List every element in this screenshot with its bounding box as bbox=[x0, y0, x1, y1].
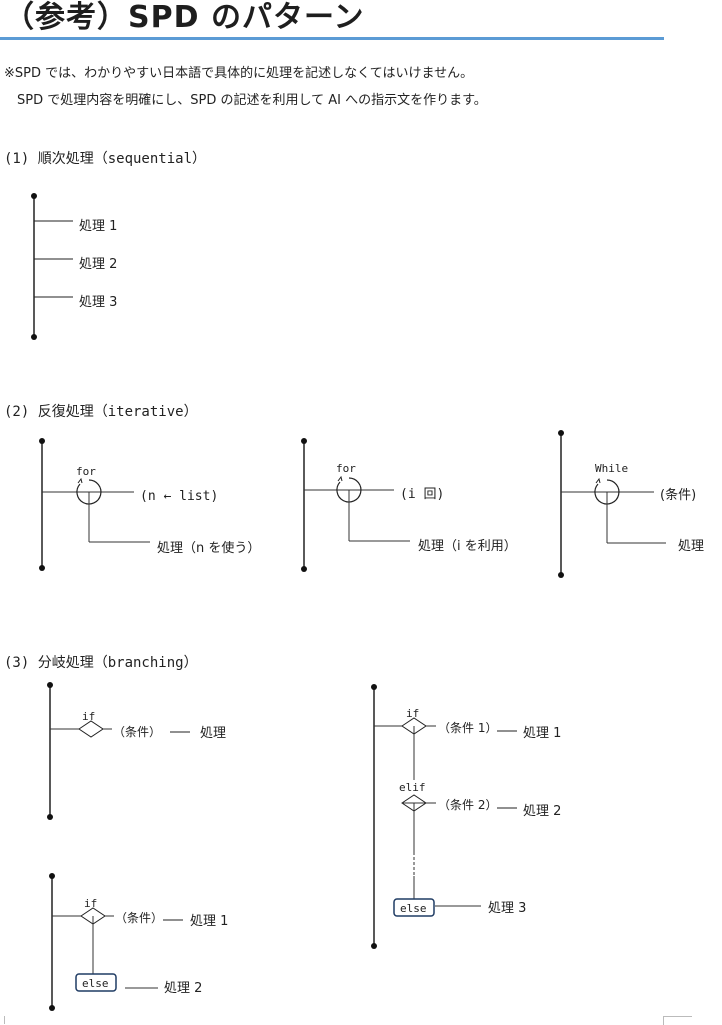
start-dot bbox=[47, 682, 53, 688]
branch-condition: （条件） bbox=[115, 911, 163, 925]
sequential-diagram: 処理 1 処理 2 処理 3 bbox=[31, 193, 117, 340]
if-condition: （条件 1） bbox=[438, 721, 497, 735]
else-box bbox=[393, 898, 435, 917]
elif-body: 処理 2 bbox=[523, 804, 561, 819]
branch-body: 処理 bbox=[200, 726, 226, 741]
loop-arrow-icon bbox=[595, 477, 601, 484]
loop-icon bbox=[76, 479, 102, 505]
branch-keyword: if bbox=[84, 897, 97, 910]
branch-keyword: if bbox=[82, 710, 95, 723]
loop-keyword: for bbox=[336, 462, 356, 475]
end-dot bbox=[371, 943, 377, 949]
page-corner-mark bbox=[663, 1016, 692, 1025]
end-dot bbox=[39, 565, 45, 571]
else-body: 処理 3 bbox=[488, 901, 526, 916]
loop-condition: (条件) bbox=[660, 487, 696, 503]
branch-diagram-if-elif-else: if （条件 1） 処理 1 elif （条件 2） 処理 2 else 処理 … bbox=[371, 684, 561, 949]
title-underline bbox=[0, 37, 664, 40]
start-dot bbox=[301, 438, 307, 444]
else-keyword: else bbox=[400, 902, 427, 915]
section-heading-branching: (3) 分岐処理（branching） bbox=[4, 655, 198, 671]
elif-condition: （条件 2） bbox=[438, 798, 497, 812]
end-dot bbox=[47, 814, 53, 820]
loop-diagram-while: While (条件) 処理 bbox=[558, 430, 704, 578]
if-keyword: if bbox=[406, 707, 419, 720]
page-corner-mark bbox=[0, 1016, 5, 1024]
start-dot bbox=[371, 684, 377, 690]
start-dot bbox=[558, 430, 564, 436]
branch-diagram-if: if （条件） 処理 bbox=[47, 682, 226, 820]
start-dot bbox=[39, 438, 45, 444]
branch-diagram-if-else: if （条件） 処理 1 else 処理 2 bbox=[49, 873, 228, 1011]
note-line-1: ※SPD では、わかりやすい日本語で具体的に処理を記述しなくてはいけません。 bbox=[4, 66, 474, 81]
elif-keyword: elif bbox=[399, 781, 426, 794]
loop-body: 処理（n を使う） bbox=[157, 540, 260, 556]
start-dot bbox=[49, 873, 55, 879]
loop-icon bbox=[594, 479, 620, 505]
loop-arrow-icon bbox=[77, 477, 83, 484]
else-keyword: else bbox=[82, 977, 109, 990]
decision-diamond-icon bbox=[78, 720, 104, 738]
loop-keyword: for bbox=[76, 465, 96, 478]
branch-condition: （条件） bbox=[113, 725, 161, 739]
loop-body: 処理 bbox=[678, 539, 704, 554]
loop-diagram-for-list: for (n ← list) 処理（n を使う） bbox=[39, 438, 260, 571]
page-title: （参考）SPD のパターン bbox=[4, 0, 365, 35]
branch-body: 処理 1 bbox=[190, 914, 228, 929]
step-label: 処理 1 bbox=[79, 219, 117, 234]
else-body: 処理 2 bbox=[164, 981, 202, 996]
end-dot bbox=[49, 1005, 55, 1011]
if-body: 処理 1 bbox=[523, 726, 561, 741]
loop-icon bbox=[336, 477, 362, 503]
end-dot bbox=[558, 572, 564, 578]
else-box bbox=[75, 973, 117, 992]
loop-keyword: While bbox=[595, 462, 628, 475]
loop-condition: (i 回) bbox=[400, 487, 444, 502]
loop-diagram-for-count: for (i 回) 処理（i を利用） bbox=[301, 438, 517, 572]
section-heading-sequential: (1) 順次処理（sequential） bbox=[4, 151, 207, 167]
start-dot bbox=[31, 193, 37, 199]
loop-arrow-icon bbox=[337, 475, 343, 482]
step-label: 処理 3 bbox=[79, 295, 117, 310]
note-line-2: SPD で処理内容を明確にし、SPD の記述を利用して AI への指示文を作りま… bbox=[4, 93, 487, 108]
loop-condition: (n ← list) bbox=[140, 489, 218, 504]
end-dot bbox=[31, 334, 37, 340]
loop-body: 処理（i を利用） bbox=[418, 539, 517, 554]
end-dot bbox=[301, 566, 307, 572]
section-heading-iterative: (2) 反復処理（iterative） bbox=[4, 404, 198, 420]
step-label: 処理 2 bbox=[79, 257, 117, 272]
